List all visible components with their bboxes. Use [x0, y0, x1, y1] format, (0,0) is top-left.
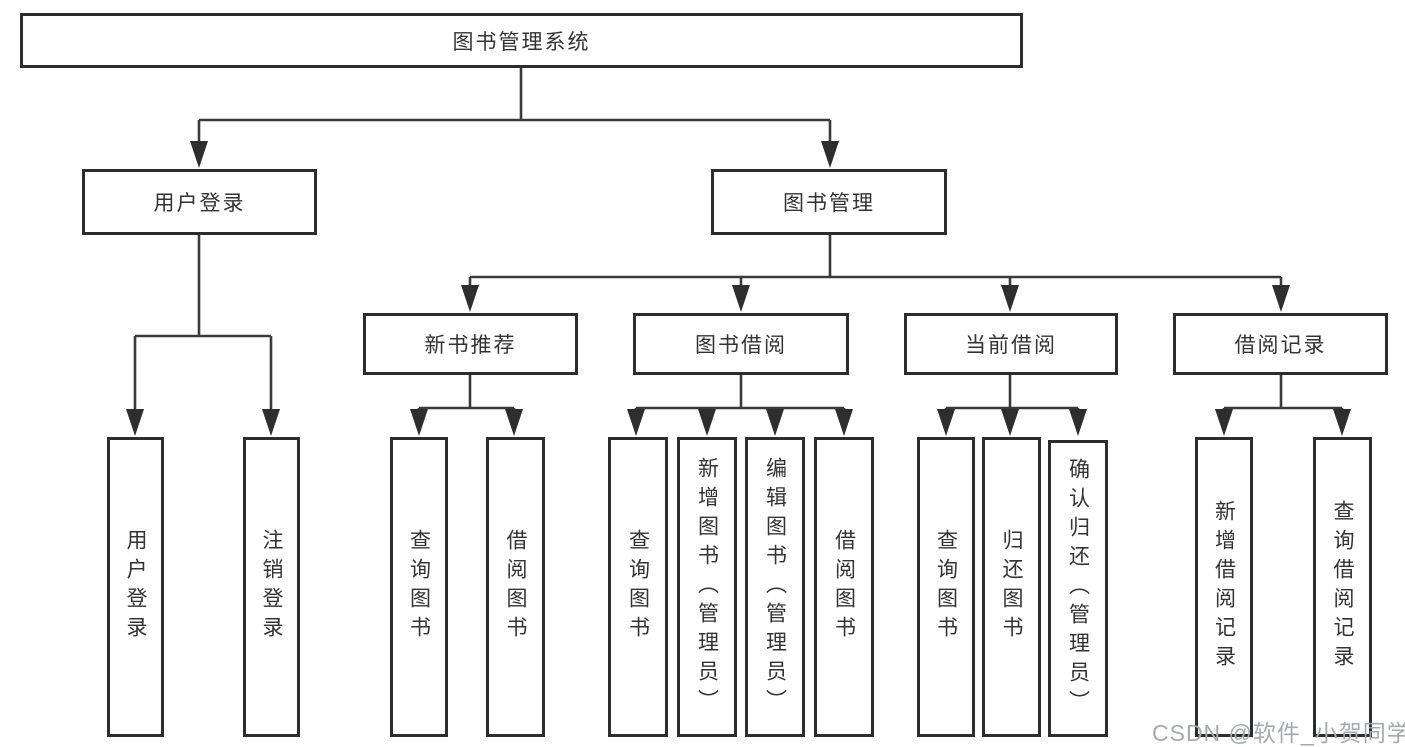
- node-label: 图书借阅: [695, 334, 787, 357]
- leaf-add-borrow-record: 新增借阅记录: [1195, 437, 1253, 737]
- leaf-logout: 注销登录: [243, 437, 300, 737]
- leaf-user-login: 用户登录: [107, 437, 164, 737]
- arrow-down-icon: [698, 409, 716, 436]
- node-book-management: 图书管理: [711, 169, 947, 235]
- node-label: 新增借阅记录: [1212, 500, 1236, 674]
- node-label: 用户登录: [153, 192, 246, 215]
- node-label: 查询图书: [626, 529, 650, 645]
- node-label: 查询借阅记录: [1331, 500, 1355, 674]
- arrow-down-icon: [1001, 285, 1019, 312]
- arrow-down-icon: [505, 409, 523, 436]
- node-label: 当前借阅: [965, 334, 1057, 357]
- arrow-down-icon: [835, 409, 853, 436]
- node-label: 图书管理系统: [452, 30, 591, 54]
- node-root-library-system: 图书管理系统: [20, 13, 1023, 68]
- leaf-edit-books-admin: 编辑图书（管理员）: [745, 437, 805, 737]
- node-label: 查询图书: [407, 529, 431, 645]
- leaf-borrow-books-2: 借阅图书: [814, 437, 874, 737]
- node-label: 编辑图书（管理员）: [763, 456, 787, 718]
- arrow-down-icon: [1069, 409, 1087, 436]
- node-label: 注销登录: [260, 529, 284, 645]
- node-label: 确认归还（管理员）: [1066, 458, 1090, 719]
- node-label: 借阅图书: [504, 529, 528, 645]
- node-label: 归还图书: [1000, 529, 1024, 645]
- arrow-down-icon: [821, 141, 839, 168]
- node-label: 新书推荐: [424, 334, 517, 357]
- leaf-confirm-return-admin: 确认归还（管理员）: [1048, 440, 1108, 737]
- leaf-return-books: 归还图书: [982, 437, 1041, 737]
- node-label: 图书管理: [783, 192, 875, 215]
- arrow-down-icon: [461, 285, 479, 312]
- arrow-down-icon: [732, 285, 750, 312]
- arrow-down-icon: [627, 409, 645, 436]
- node-new-book-recommend: 新书推荐: [363, 313, 578, 375]
- node-label: 查询图书: [934, 529, 958, 645]
- node-label: 借阅记录: [1234, 334, 1327, 357]
- leaf-add-books-admin: 新增图书（管理员）: [677, 437, 737, 737]
- arrow-down-icon: [1272, 285, 1290, 312]
- arrow-down-icon: [937, 409, 955, 436]
- leaf-query-books-3: 查询图书: [917, 437, 975, 737]
- leaf-query-books-2: 查询图书: [608, 437, 668, 737]
- node-borrow-records: 借阅记录: [1173, 313, 1388, 375]
- leaf-query-borrow-record: 查询借阅记录: [1313, 437, 1372, 737]
- csdn-watermark: CSDN @软件_小贺同学: [1152, 720, 1405, 746]
- arrow-down-icon: [262, 409, 280, 436]
- node-label: 用户登录: [124, 529, 148, 645]
- leaf-query-books-1: 查询图书: [390, 437, 448, 737]
- arrow-down-icon: [1215, 409, 1233, 436]
- leaf-borrow-books-1: 借阅图书: [486, 437, 545, 737]
- node-label: 借阅图书: [832, 529, 856, 645]
- node-label: 新增图书（管理员）: [695, 456, 719, 718]
- node-user-login: 用户登录: [82, 169, 317, 235]
- arrow-down-icon: [126, 409, 144, 436]
- arrow-down-icon: [766, 409, 784, 436]
- node-current-borrow: 当前借阅: [904, 313, 1118, 375]
- node-book-borrow: 图书借阅: [633, 313, 849, 375]
- arrow-down-icon: [410, 409, 428, 436]
- arrow-down-icon: [1001, 409, 1019, 436]
- arrow-down-icon: [1333, 409, 1351, 436]
- arrow-down-icons: [126, 141, 1351, 436]
- arrow-down-icon: [190, 141, 208, 168]
